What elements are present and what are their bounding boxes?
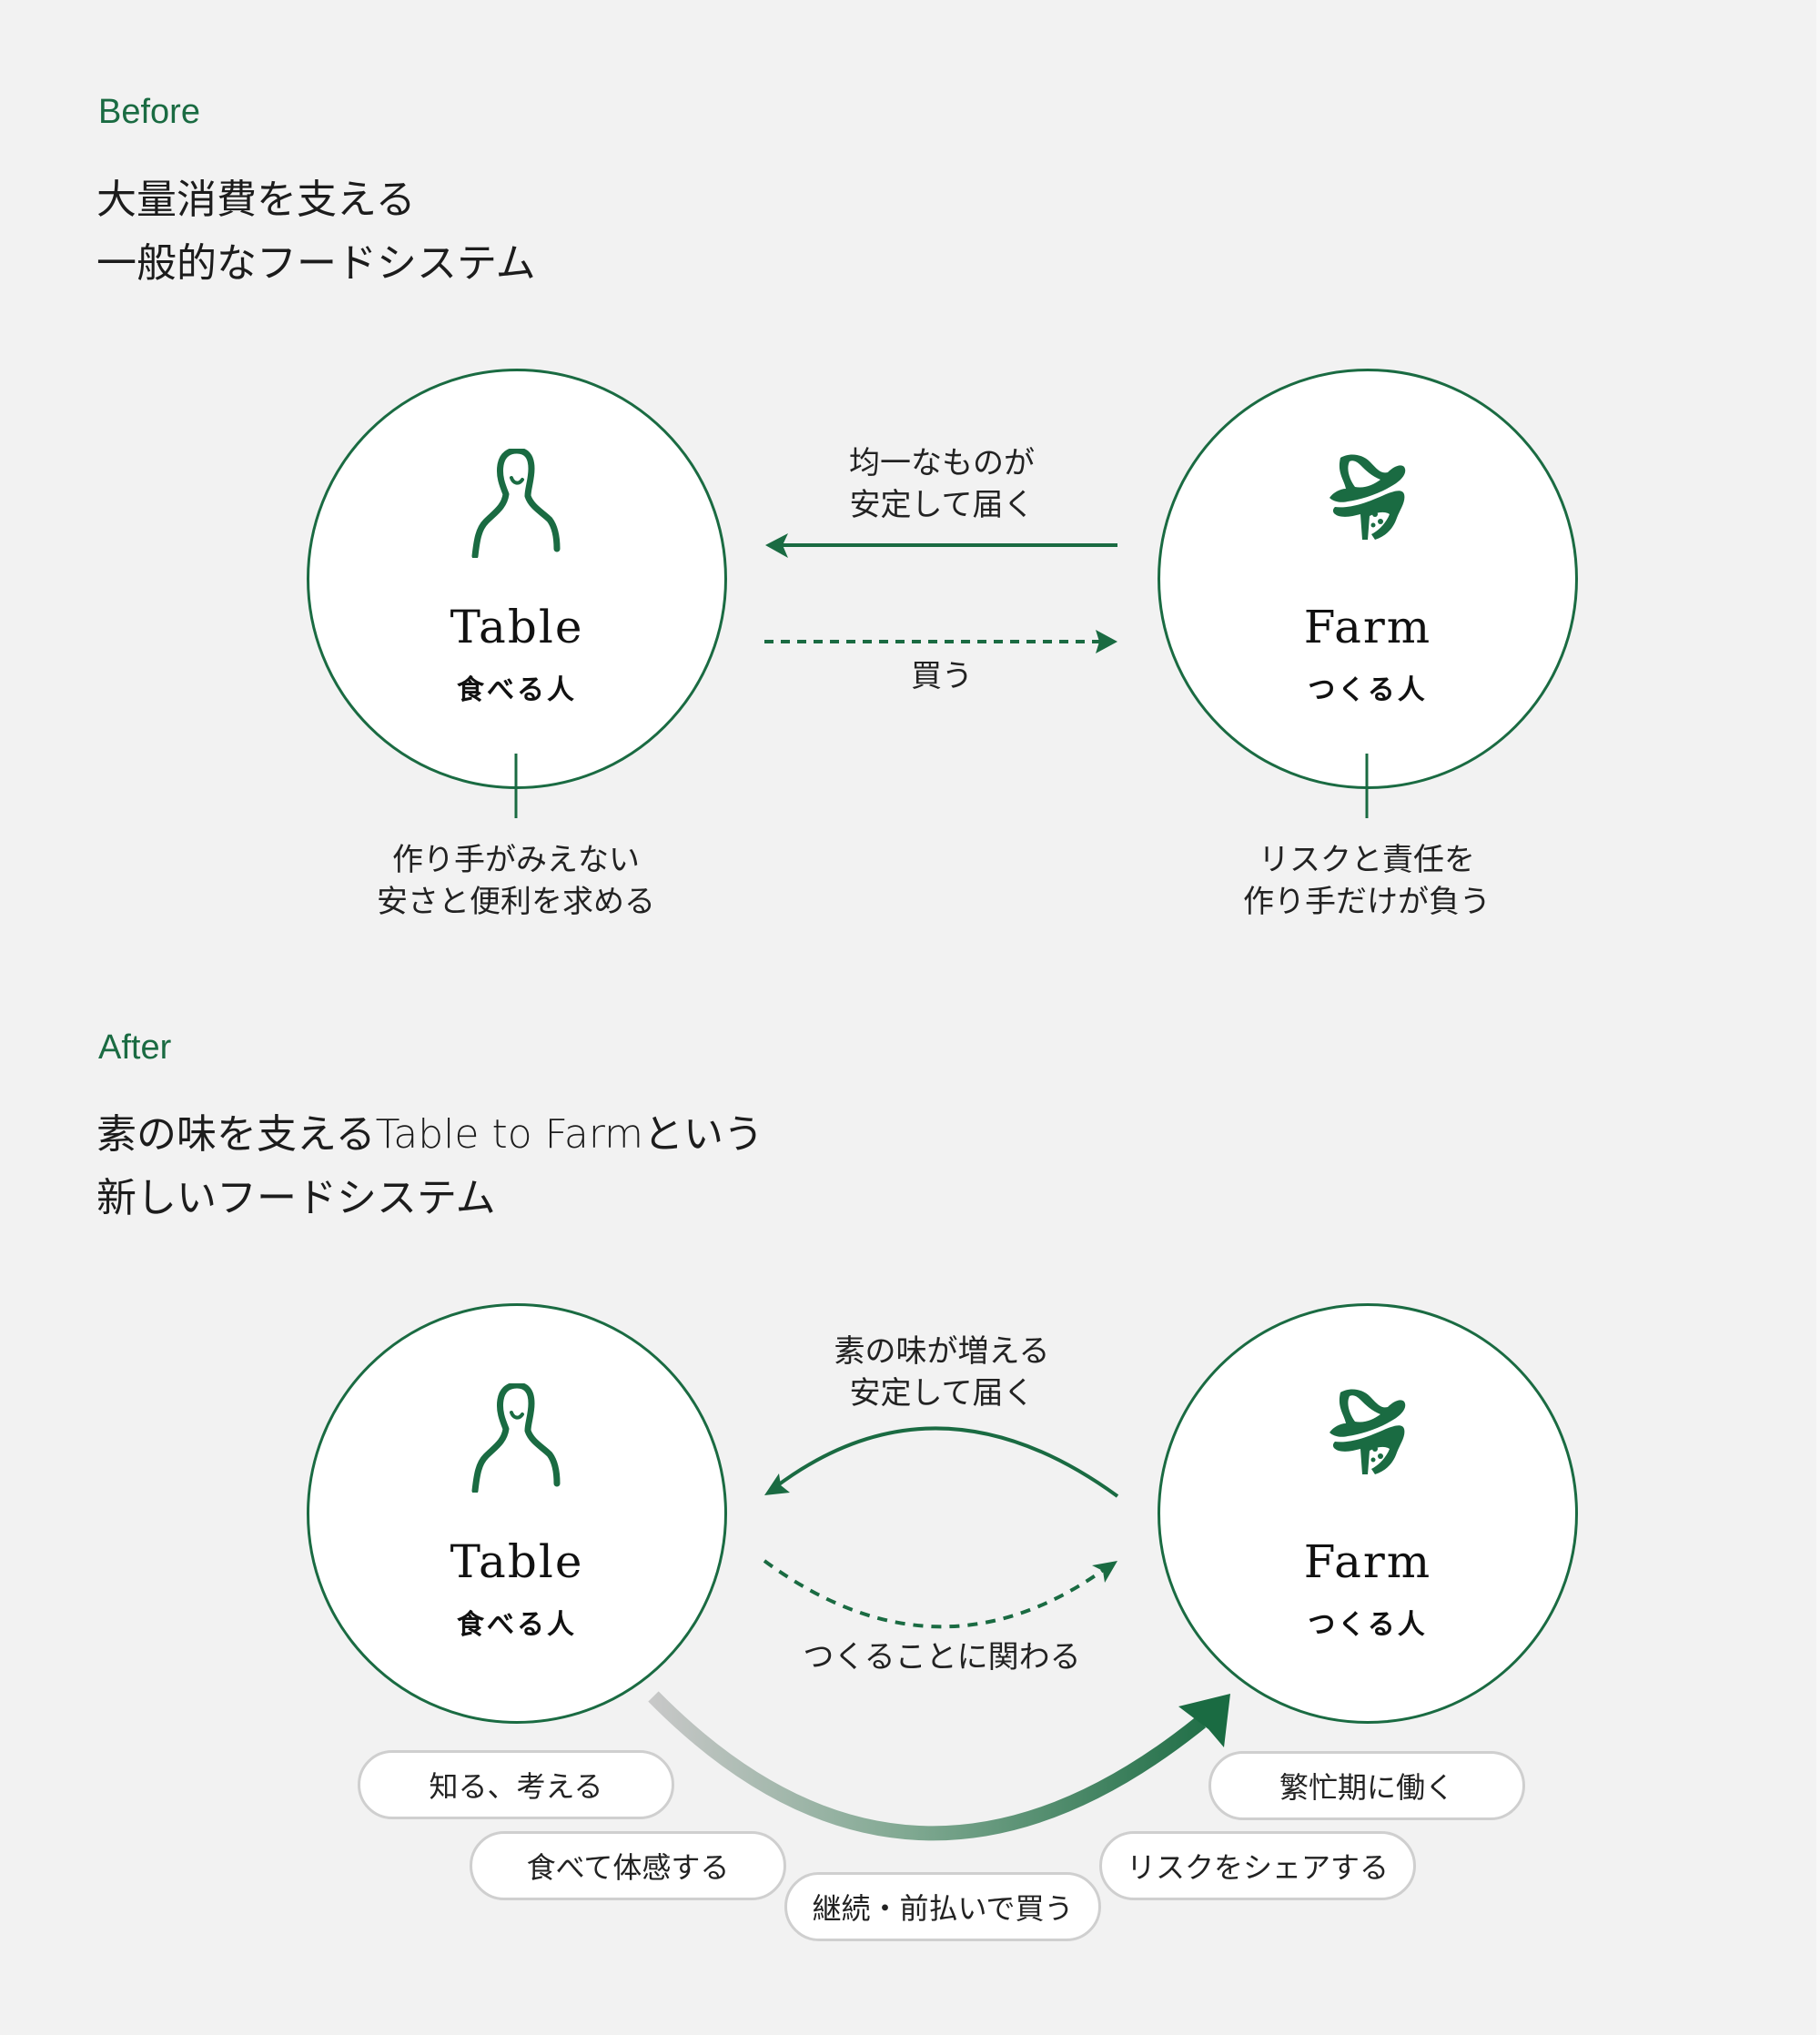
- after-table-subtitle: 食べる人: [457, 1609, 577, 1641]
- after-arrow-to-table: [764, 1426, 1119, 1498]
- before-table-node: Table 食べる人: [307, 369, 727, 789]
- before-table-note-line-2: 安さと便利を求める: [377, 884, 655, 920]
- after-arrow-to-farm-label: つくることに関わる: [803, 1639, 1081, 1676]
- before-table-subtitle: 食べる人: [457, 674, 577, 706]
- pill-eat-experience: 食べて体感する: [470, 1831, 786, 1900]
- after-farm-subtitle: つくる人: [1308, 1609, 1428, 1641]
- before-arrow-to-table-label: 均一なものが 安定して届く: [849, 442, 1035, 526]
- pill-prepay-buy: 継続・前払いで買う: [784, 1872, 1101, 1941]
- after-arrow-to-farm: [763, 1559, 1117, 1629]
- page-edge: [1816, 0, 1820, 2035]
- before-table-title: Table: [450, 601, 584, 653]
- after-arrow-to-table-label-line-2: 安定して届く: [849, 1375, 1035, 1412]
- after-headline-line-1: 素の味を支えるTable to Farmという: [96, 1111, 764, 1158]
- after-table-node: Table 食べる人: [307, 1303, 727, 1724]
- after-arrow-to-table-label: 素の味が増える 安定して届く: [834, 1331, 1050, 1414]
- before-arrow-to-farm: [764, 630, 1117, 653]
- after-table-title: Table: [450, 1535, 584, 1588]
- before-section-label: Before: [98, 93, 200, 131]
- after-section-label: After: [98, 1028, 172, 1067]
- after-headline: 素の味を支えるTable to Farmという 新しいフードシステム: [96, 1103, 763, 1230]
- before-headline-line-1: 大量消費を支える: [96, 177, 416, 223]
- before-farm-note: リスクと責任を 作り手だけが負う: [1243, 839, 1491, 923]
- before-table-note-line-1: 作り手がみえない: [392, 842, 640, 878]
- before-headline-line-2: 一般的なフードシステム: [96, 240, 536, 287]
- before-farm-node: Farm つくる人: [1158, 369, 1578, 789]
- person-icon: [462, 1383, 571, 1493]
- person-icon: [462, 449, 571, 558]
- pill-know-think: 知る、考える: [358, 1750, 674, 1819]
- before-farm-note-line-2: 作り手だけが負う: [1243, 884, 1491, 920]
- before-arrow-to-table: [765, 533, 1117, 558]
- pill-busy-season-work: 繁忙期に働く: [1208, 1751, 1525, 1820]
- before-farm-title: Farm: [1303, 601, 1432, 653]
- after-arrow-to-table-label-line-1: 素の味が増える: [834, 1333, 1050, 1370]
- before-farm-subtitle: つくる人: [1308, 674, 1428, 706]
- before-farm-note-line-1: リスクと責任を: [1259, 842, 1475, 878]
- before-headline: 大量消費を支える 一般的なフードシステム: [96, 168, 536, 296]
- after-farm-title: Farm: [1303, 1535, 1432, 1588]
- pill-share-risk: リスクをシェアする: [1099, 1831, 1416, 1900]
- farmer-icon: [1330, 454, 1406, 540]
- farmer-icon: [1330, 1389, 1406, 1474]
- after-farm-node: Farm つくる人: [1158, 1303, 1578, 1724]
- before-arrow-to-table-label-line-2: 安定して届く: [849, 487, 1035, 523]
- before-arrow-to-farm-label: 買う: [911, 658, 973, 694]
- after-headline-line-2: 新しいフードシステム: [96, 1175, 496, 1221]
- before-arrow-to-table-label-line-1: 均一なものが: [849, 445, 1035, 481]
- after-big-arrow: [648, 1691, 1230, 1841]
- before-table-note: 作り手がみえない 安さと便利を求める: [377, 839, 655, 923]
